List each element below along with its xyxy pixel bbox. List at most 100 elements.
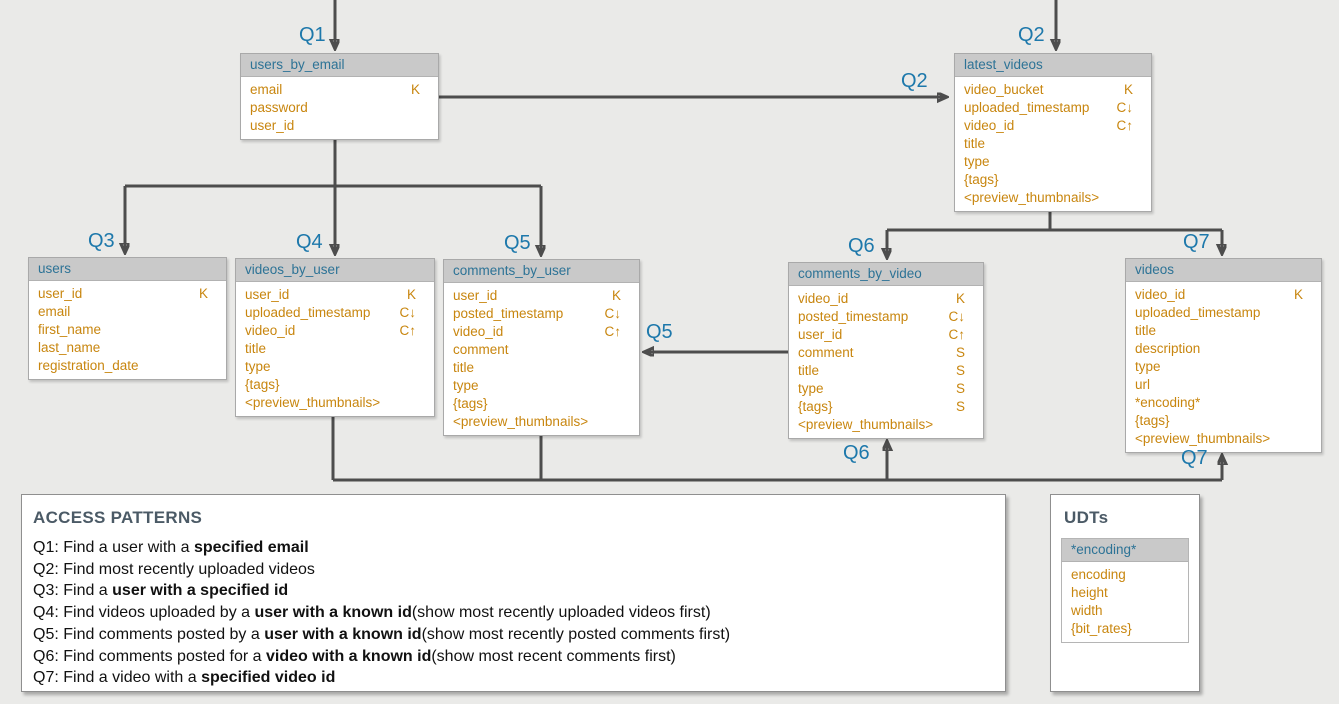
field-key-marker: K bbox=[955, 291, 965, 306]
field-name: {bit_rates} bbox=[1071, 621, 1132, 636]
field-name: title bbox=[1135, 323, 1157, 338]
table-field-row: title bbox=[444, 359, 639, 377]
table-field-row: comment bbox=[444, 341, 639, 359]
table-field-row: {bit_rates} bbox=[1062, 620, 1188, 638]
access-patterns-panel: ACCESS PATTERNS Q1: Find a user with a s… bbox=[21, 494, 1006, 692]
query-label-q7-bottom: Q7 bbox=[1181, 447, 1208, 469]
table-field-row: width bbox=[1062, 602, 1188, 620]
field-name: email bbox=[250, 82, 283, 97]
table-field-row: *encoding* bbox=[1126, 394, 1321, 412]
field-name: uploaded_timestamp bbox=[964, 100, 1090, 115]
field-name: uploaded_timestamp bbox=[245, 305, 371, 320]
table-field-row: {tags} S bbox=[789, 398, 983, 416]
table-field-row: type bbox=[236, 358, 434, 376]
field-name: video_id bbox=[245, 323, 296, 338]
table-field-row: <preview_thumbnails> bbox=[444, 413, 639, 431]
field-name: {tags} bbox=[798, 399, 833, 414]
field-name: <preview_thumbnails> bbox=[453, 414, 589, 429]
field-key-marker: K bbox=[410, 82, 420, 97]
field-name: first_name bbox=[38, 322, 102, 337]
field-name: url bbox=[1135, 377, 1151, 392]
table-field-row: encoding bbox=[1062, 566, 1188, 584]
field-key-marker: K bbox=[198, 286, 208, 301]
field-name: type bbox=[964, 154, 990, 169]
field-key-marker: S bbox=[955, 345, 965, 360]
table-title: comments_by_user bbox=[444, 260, 639, 283]
query-label-q6-top: Q6 bbox=[848, 235, 875, 257]
field-name: video_id bbox=[1135, 287, 1186, 302]
field-name: user_id bbox=[245, 287, 290, 302]
table-field-row: type bbox=[955, 153, 1151, 171]
table-field-row: email bbox=[29, 303, 226, 321]
query-label-q6-bottom: Q6 bbox=[843, 442, 870, 464]
table-field-row: uploaded_timestamp bbox=[1126, 304, 1321, 322]
field-name: <preview_thumbnails> bbox=[1135, 431, 1271, 446]
table-field-row: title bbox=[955, 135, 1151, 153]
access-pattern-item: Q6: Find comments posted for a video wit… bbox=[33, 647, 676, 665]
field-name: video_bucket bbox=[964, 82, 1044, 97]
table-field-row: <preview_thumbnails> bbox=[789, 416, 983, 434]
query-label-q2-top: Q2 bbox=[1018, 24, 1045, 46]
field-name: {tags} bbox=[245, 377, 280, 392]
query-label-q5-mid: Q5 bbox=[646, 321, 673, 343]
field-key-marker: C↑ bbox=[604, 324, 622, 339]
field-name: video_id bbox=[453, 324, 504, 339]
table-title: videos bbox=[1126, 259, 1321, 282]
table-field-row: type bbox=[1126, 358, 1321, 376]
field-name: user_id bbox=[38, 286, 83, 301]
table-field-row: uploaded_timestamp C↓ bbox=[955, 99, 1151, 117]
table-field-row: <preview_thumbnails> bbox=[955, 189, 1151, 207]
field-name: <preview_thumbnails> bbox=[798, 417, 934, 432]
table-title: comments_by_video bbox=[789, 263, 983, 286]
field-name: password bbox=[250, 100, 308, 115]
table-field-row: {tags} bbox=[444, 395, 639, 413]
field-name: posted_timestamp bbox=[798, 309, 909, 324]
query-label-q3: Q3 bbox=[88, 230, 115, 252]
access-pattern-item: Q7: Find a video with a specified video … bbox=[33, 669, 336, 687]
field-key-marker: K bbox=[611, 288, 621, 303]
field-key-marker: S bbox=[955, 399, 965, 414]
table-title: *encoding* bbox=[1062, 539, 1188, 562]
field-name: uploaded_timestamp bbox=[1135, 305, 1261, 320]
field-name: user_id bbox=[798, 327, 843, 342]
field-name: <preview_thumbnails> bbox=[964, 190, 1100, 205]
field-key-marker: C↓ bbox=[1116, 100, 1134, 115]
field-name: user_id bbox=[250, 118, 295, 133]
table-field-row: type bbox=[444, 377, 639, 395]
query-label-q1: Q1 bbox=[299, 24, 326, 46]
table-field-row: user_id C↑ bbox=[789, 326, 983, 344]
table-field-row: <preview_thumbnails> bbox=[236, 394, 434, 412]
field-key-marker: C↑ bbox=[948, 327, 966, 342]
table-field-row: user_id K bbox=[29, 285, 226, 303]
field-name: comment bbox=[453, 342, 509, 357]
access-pattern-item: Q1: Find a user with a specified email bbox=[33, 539, 309, 556]
access-pattern-item: Q2: Find most recently uploaded videos bbox=[33, 560, 315, 578]
field-name: last_name bbox=[38, 340, 101, 355]
query-label-q7-top: Q7 bbox=[1183, 231, 1210, 253]
table-title: latest_videos bbox=[955, 54, 1151, 77]
table-field-row: password bbox=[241, 99, 438, 117]
table-title: users bbox=[29, 258, 226, 281]
field-name: type bbox=[798, 381, 824, 396]
